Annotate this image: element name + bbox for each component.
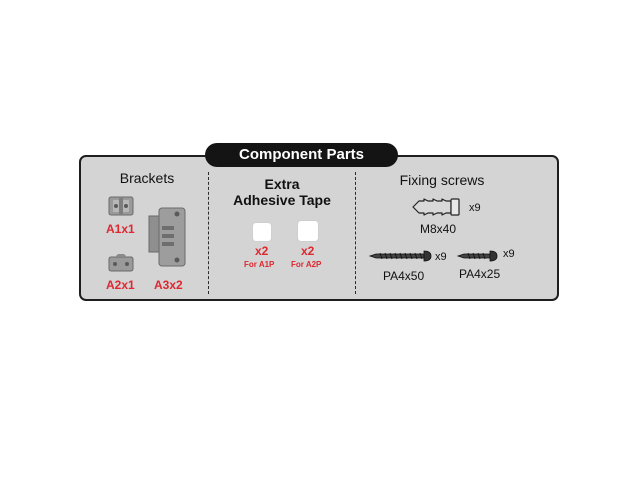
tape-heading-line1: Extra [264, 176, 300, 192]
bracket-a2-label: A2x1 [106, 278, 135, 292]
pa4x50-label: PA4x50 [383, 269, 425, 283]
section-divider-right [355, 172, 356, 294]
tape-a2p-for: For A2P [291, 260, 322, 269]
bracket-a1-label: A1x1 [106, 222, 135, 236]
wall-plug-m8-icon [412, 198, 460, 216]
screw-pa4x25-icon [456, 250, 498, 262]
pa4x25-label: PA4x25 [459, 267, 501, 281]
m8-qty: x9 [469, 202, 481, 214]
adhesive-tape-a1p [252, 222, 272, 242]
pa4x50-qty: x9 [435, 251, 447, 263]
bracket-a1-icon [108, 196, 134, 216]
adhesive-tape-a2p [297, 220, 319, 242]
tape-a1p-qty: x2 [255, 244, 269, 258]
tape-heading-line2: Adhesive Tape [233, 192, 331, 208]
m8-label: M8x40 [420, 222, 457, 236]
bracket-a3-label: A3x2 [154, 278, 183, 292]
screw-pa4x50-icon [368, 250, 432, 262]
brackets-heading: Brackets [119, 170, 175, 186]
section-divider-left [208, 172, 209, 294]
pa4x25-qty: x9 [503, 248, 515, 260]
tape-a1p-for: For A1P [244, 260, 275, 269]
screws-heading: Fixing screws [399, 172, 485, 188]
bracket-a3-icon [148, 207, 186, 267]
panel-title: Component Parts [205, 143, 398, 167]
tape-a2p-qty: x2 [301, 244, 315, 258]
bracket-a2-icon [108, 254, 134, 272]
